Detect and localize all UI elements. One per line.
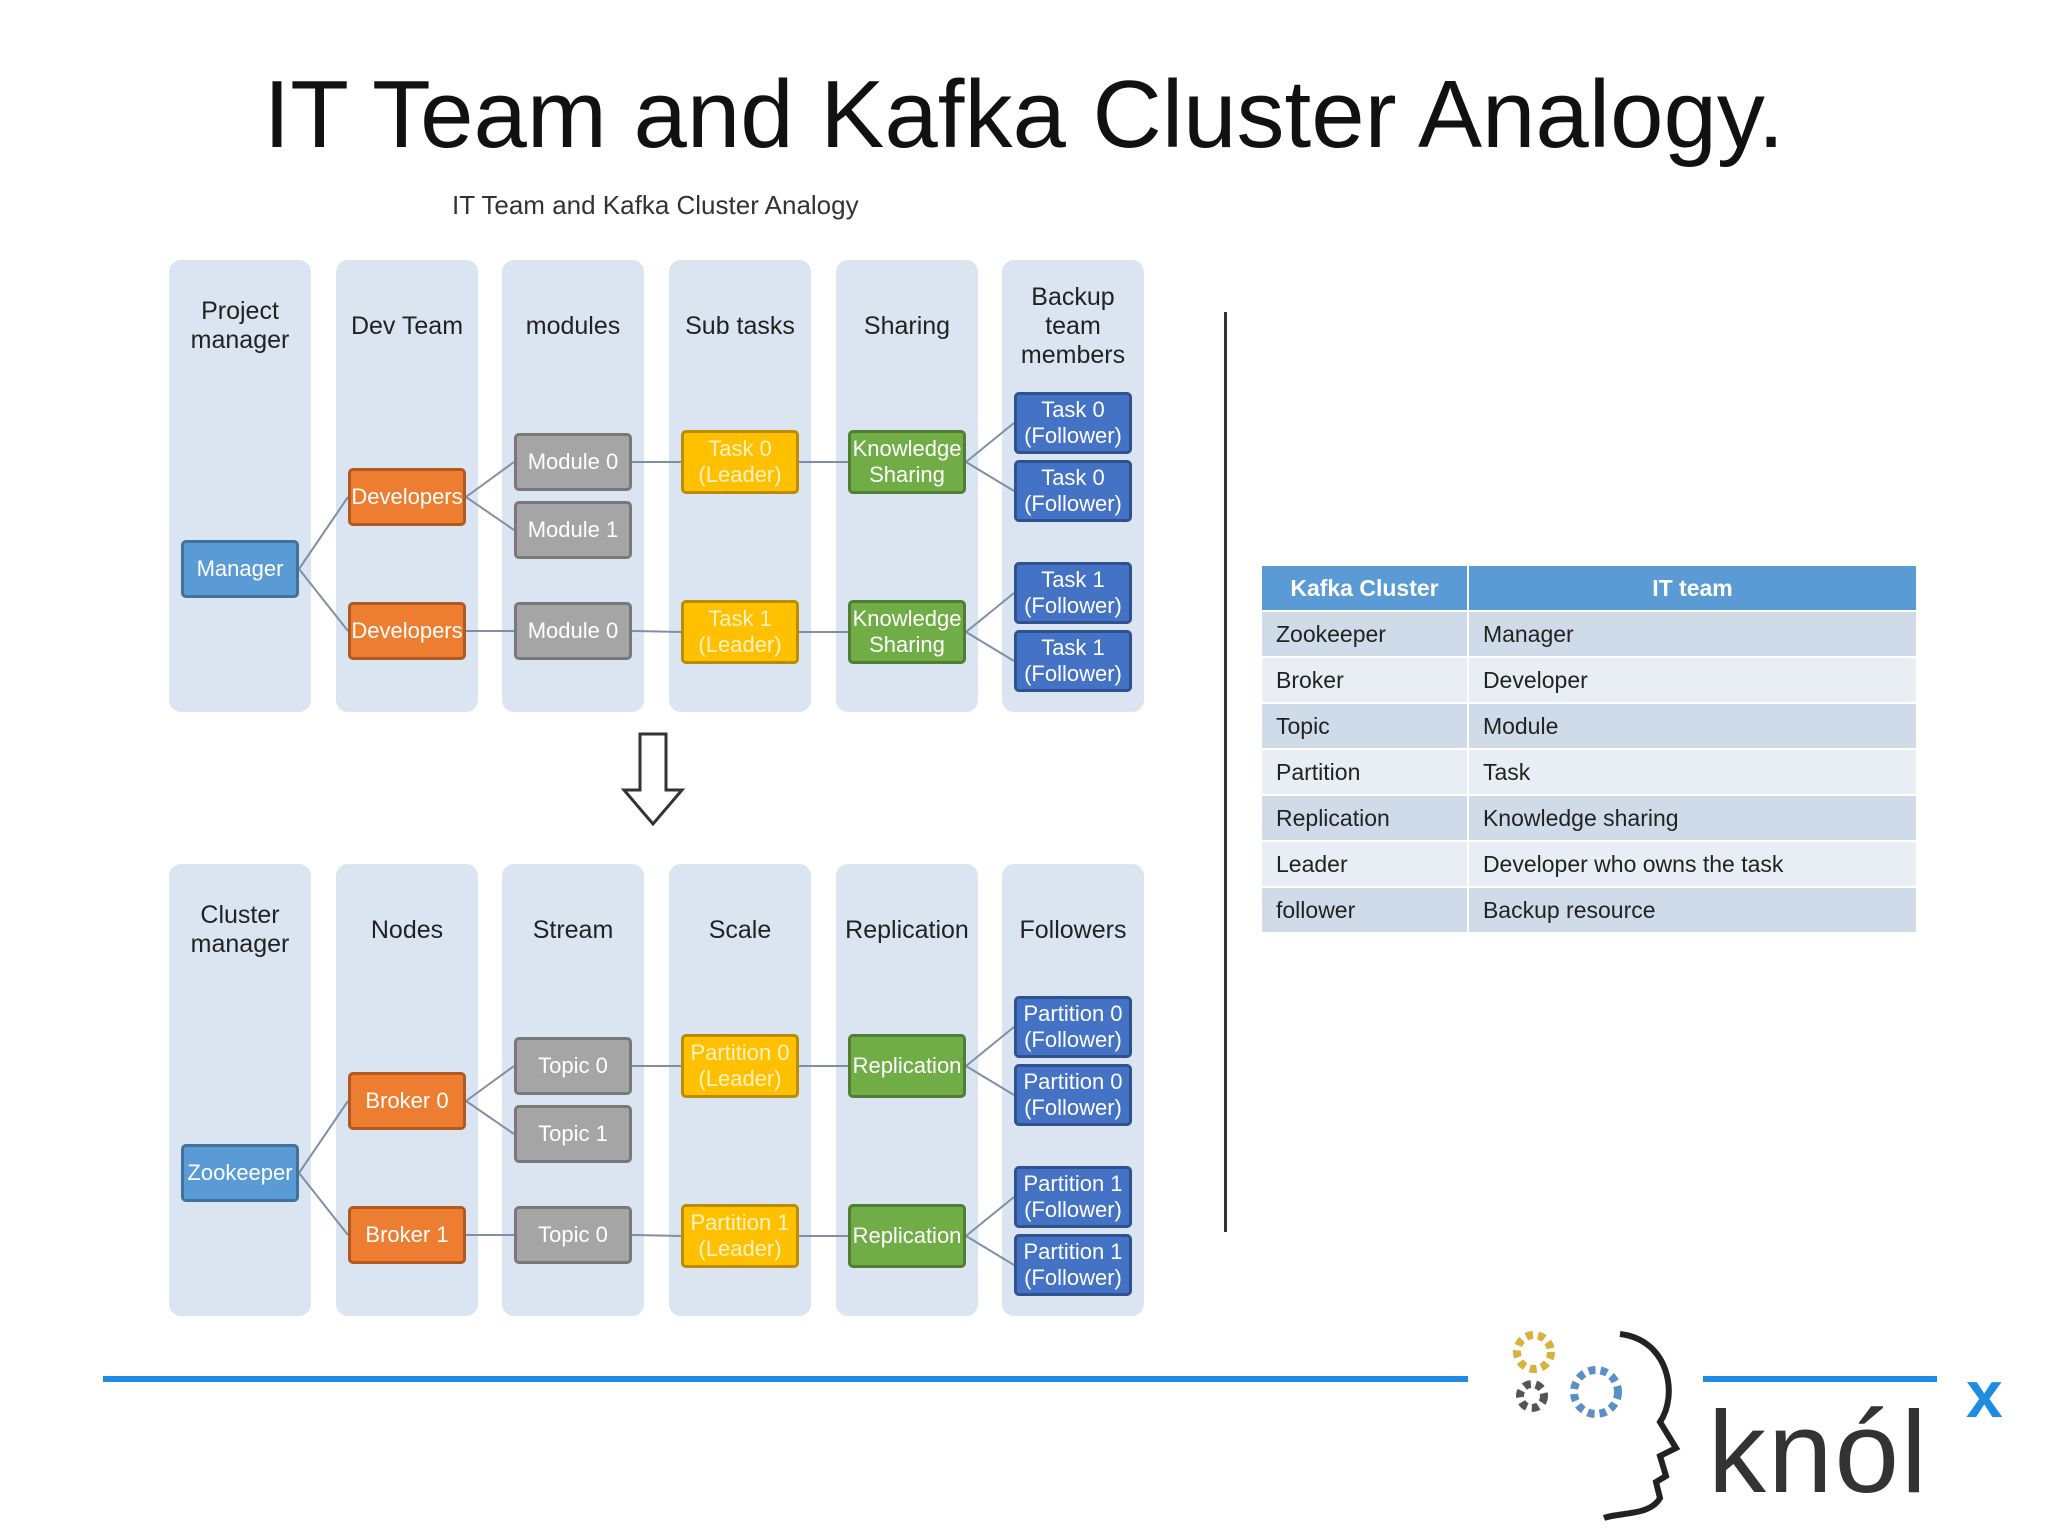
table-cell: Replication bbox=[1260, 794, 1469, 842]
column-label: Backup team members bbox=[1020, 282, 1126, 369]
column-label: modules bbox=[525, 311, 621, 340]
connector-line bbox=[298, 1172, 349, 1236]
column-label: Dev Team bbox=[350, 311, 464, 340]
table-row: Replication Knowledge sharing bbox=[1260, 794, 1919, 842]
module-node: Topic 0 bbox=[514, 1037, 632, 1095]
column-label: Sharing bbox=[863, 311, 951, 340]
developer-node: Broker 0 bbox=[348, 1072, 466, 1130]
diagram-title: IT Team and Kafka Cluster Analogy bbox=[452, 190, 859, 220]
follower-node: Task 1 (Follower) bbox=[1014, 562, 1132, 624]
connector-line bbox=[465, 1100, 515, 1135]
table-cell: Developer bbox=[1466, 656, 1919, 704]
connector-line bbox=[965, 461, 1015, 492]
follower-node: Task 1 (Follower) bbox=[1014, 630, 1132, 692]
table-row: Leader Developer who owns the task bbox=[1260, 840, 1919, 888]
it-team-column: Project manager bbox=[169, 260, 311, 712]
leader-node: Task 1 (Leader) bbox=[681, 600, 799, 664]
table-row: Broker Developer bbox=[1260, 656, 1919, 704]
table-cell: Knowledge sharing bbox=[1466, 794, 1919, 842]
table-header-kafka: Kafka Cluster bbox=[1260, 564, 1469, 612]
developer-node: Broker 1 bbox=[348, 1206, 466, 1264]
leader-node: Task 0 (Leader) bbox=[681, 430, 799, 494]
module-node: Module 0 bbox=[514, 433, 632, 491]
column-label: Project manager bbox=[190, 297, 290, 354]
logo-wordmark: knól bbox=[1708, 1387, 1929, 1517]
table-cell: Zookeeper bbox=[1260, 610, 1469, 658]
table-cell: follower bbox=[1260, 886, 1469, 934]
follower-node: Task 0 (Follower) bbox=[1014, 392, 1132, 454]
connector-line bbox=[298, 1100, 349, 1174]
manager-node: Zookeeper bbox=[181, 1144, 299, 1202]
connector-line bbox=[965, 1026, 1015, 1067]
connector-line bbox=[465, 496, 515, 531]
connector-line bbox=[631, 1234, 682, 1237]
follower-node: Partition 0 (Follower) bbox=[1014, 996, 1132, 1058]
connector-line bbox=[298, 496, 349, 570]
sharing-node: Knowledge Sharing bbox=[848, 600, 966, 664]
table-cell: Task bbox=[1466, 748, 1919, 796]
connector-line bbox=[465, 461, 515, 498]
column-label: Sub tasks bbox=[685, 311, 795, 340]
developer-node: Developers bbox=[348, 468, 466, 526]
follower-node: Partition 1 (Follower) bbox=[1014, 1166, 1132, 1228]
developer-node: Developers bbox=[348, 602, 466, 660]
table-cell: Developer who owns the task bbox=[1466, 840, 1919, 888]
table-row: Topic Module bbox=[1260, 702, 1919, 750]
column-label: Cluster manager bbox=[190, 901, 290, 958]
column-label: Followers bbox=[1019, 915, 1127, 944]
column-label: Scale bbox=[708, 915, 772, 944]
connector-line bbox=[298, 568, 349, 632]
connector-line bbox=[465, 1065, 515, 1102]
connector-line bbox=[965, 592, 1015, 633]
column-label: Replication bbox=[845, 915, 969, 944]
table-row: Zookeeper Manager bbox=[1260, 610, 1919, 658]
sharing-node: Replication bbox=[848, 1204, 966, 1268]
table-cell: Topic bbox=[1260, 702, 1469, 750]
footer-line bbox=[103, 1376, 1468, 1382]
connector-line bbox=[965, 1065, 1015, 1096]
table-row: follower Backup resource bbox=[1260, 886, 1919, 934]
table-cell: Manager bbox=[1466, 610, 1919, 658]
module-node: Module 0 bbox=[514, 602, 632, 660]
follower-node: Task 0 (Follower) bbox=[1014, 460, 1132, 522]
manager-node: Manager bbox=[181, 540, 299, 598]
table-cell: Leader bbox=[1260, 840, 1469, 888]
module-node: Topic 0 bbox=[514, 1206, 632, 1264]
table-cell: Broker bbox=[1260, 656, 1469, 704]
table-cell: Backup resource bbox=[1466, 886, 1919, 934]
column-label: Nodes bbox=[370, 915, 444, 944]
footer-line bbox=[1703, 1376, 1937, 1382]
follower-node: Partition 0 (Follower) bbox=[1014, 1064, 1132, 1126]
table-header-row: Kafka Cluster IT team bbox=[1260, 564, 1919, 612]
kafka-connectors bbox=[298, 1026, 1015, 1266]
kafka-column: Cluster manager bbox=[169, 864, 311, 1316]
mapping-table: Kafka Cluster IT team Zookeeper Manager … bbox=[1260, 564, 1919, 934]
table-header-it: IT team bbox=[1466, 564, 1919, 612]
logo-x-mark: x bbox=[1966, 1357, 2003, 1431]
it-team-connectors bbox=[298, 422, 1015, 662]
follower-node: Partition 1 (Follower) bbox=[1014, 1234, 1132, 1296]
connector-line bbox=[631, 630, 682, 633]
connector-line bbox=[965, 1196, 1015, 1237]
module-node: Module 1 bbox=[514, 501, 632, 559]
table-cell: Partition bbox=[1260, 748, 1469, 796]
module-node: Topic 1 bbox=[514, 1105, 632, 1163]
connector-line bbox=[965, 422, 1015, 463]
sharing-node: Knowledge Sharing bbox=[848, 430, 966, 494]
table-cell: Module bbox=[1466, 702, 1919, 750]
connector-line bbox=[965, 631, 1015, 662]
sharing-node: Replication bbox=[848, 1034, 966, 1098]
vertical-divider bbox=[1224, 312, 1227, 1232]
connector-line bbox=[965, 1235, 1015, 1266]
leader-node: Partition 0 (Leader) bbox=[681, 1034, 799, 1098]
table-row: Partition Task bbox=[1260, 748, 1919, 796]
leader-node: Partition 1 (Leader) bbox=[681, 1204, 799, 1268]
column-label: Stream bbox=[532, 915, 614, 944]
slide-title: IT Team and Kafka Cluster Analogy. bbox=[263, 61, 1785, 168]
